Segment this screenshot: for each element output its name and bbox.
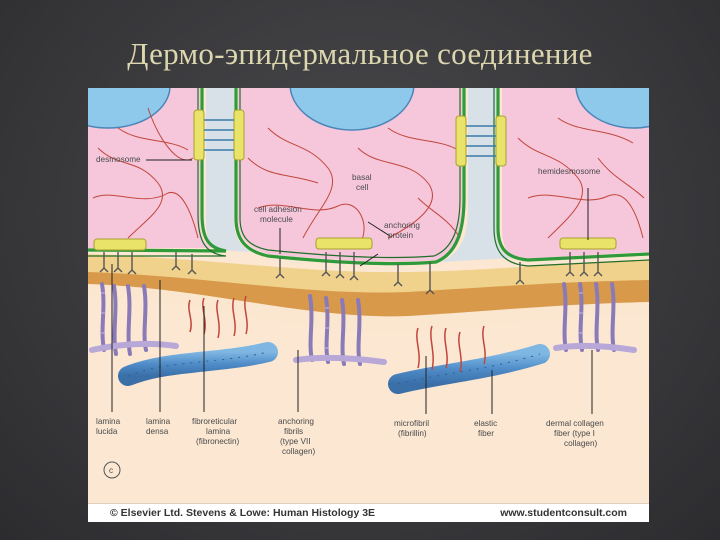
label-microfibril-2: (fibrillin) xyxy=(398,429,427,438)
label-dermal-collagen-2: fiber (type I xyxy=(554,429,595,438)
keratin-filaments xyxy=(92,107,645,247)
basal-cell-3 xyxy=(502,88,649,260)
diagram-labels: desmosome basal cell cell adhesion molec… xyxy=(96,155,604,456)
hemidesmosome-plaque-2 xyxy=(315,237,373,250)
anchoring-plaque-3 xyxy=(553,342,637,353)
label-fibroreticular-2: lamina xyxy=(206,427,231,436)
label-lamina-densa-1: lamina xyxy=(146,417,171,426)
hemidesmosome-plaque-1 xyxy=(93,238,147,251)
label-lamina-lucida-2: lucida xyxy=(96,427,118,436)
desmosome-left xyxy=(193,109,245,161)
desmosome-right xyxy=(455,115,507,167)
label-anchoring-fibrils-4: collagen) xyxy=(282,447,315,456)
basal-cell-2 xyxy=(238,88,462,262)
label-anchoring-fibrils-2: fibrils xyxy=(284,427,303,436)
dermo-epidermal-junction-diagram: desmosome basal cell cell adhesion molec… xyxy=(88,88,649,522)
label-dermal-collagen-1: dermal collagen xyxy=(546,419,604,428)
lamina-lucida-band xyxy=(88,254,649,293)
label-cell-adhesion-2: molecule xyxy=(260,215,293,224)
label-lamina-densa-2: densa xyxy=(146,427,169,436)
label-anchoring-protein-1: anchoring xyxy=(384,221,420,230)
credit-copyright: © Elsevier Ltd. Stevens & Lowe: Human Hi… xyxy=(110,507,376,519)
label-basal-cell-2: cell xyxy=(356,183,368,192)
anchoring-fibril-highlights xyxy=(101,292,583,349)
label-anchoring-fibrils-3: (type VII xyxy=(280,437,311,446)
label-fibroreticular-3: (fibronectin) xyxy=(196,437,240,446)
label-lamina-lucida-1: lamina xyxy=(96,417,121,426)
diagram-canvas: desmosome basal cell cell adhesion molec… xyxy=(88,88,649,522)
label-microfibril-1: microfibril xyxy=(394,419,429,428)
anchoring-proteins xyxy=(99,252,603,295)
nucleus-3 xyxy=(575,88,649,129)
label-anchoring-protein-2: protein xyxy=(388,231,413,240)
intercellular-space-1 xyxy=(206,88,252,252)
label-elastic-2: fiber xyxy=(478,429,494,438)
leader-lines xyxy=(111,159,593,414)
label-dermal-collagen-3: collagen) xyxy=(564,439,597,448)
cell-membranes-outline xyxy=(88,88,649,267)
label-hemidesmosome: hemidesmosome xyxy=(538,167,601,176)
panel-letter-circle xyxy=(103,461,121,479)
nucleus-2 xyxy=(289,88,415,131)
anchoring-plaque-1 xyxy=(89,340,179,353)
slide-title: Дермо-эпидермальное соединение xyxy=(127,36,593,71)
label-elastic-1: elastic xyxy=(474,419,497,428)
nucleus-1 xyxy=(88,88,171,129)
collagen-fiber-1 xyxy=(118,342,278,386)
credit-website: www.studentconsult.com xyxy=(500,507,627,519)
anchoring-plaque-2 xyxy=(293,354,387,365)
label-anchoring-fibrils-1: anchoring xyxy=(278,417,314,426)
label-cell-adhesion-1: cell adhesion xyxy=(254,205,302,214)
label-fibroreticular-1: fibroreticular xyxy=(192,417,237,426)
label-basal-cell-1: basal xyxy=(352,173,372,182)
cell-membranes xyxy=(88,88,649,266)
figure-credit: © Elsevier Ltd. Stevens & Lowe: Human Hi… xyxy=(88,503,649,522)
collagen-fiber-2 xyxy=(388,344,550,394)
basal-cell-1 xyxy=(88,88,218,248)
label-desmosome: desmosome xyxy=(96,155,141,164)
panel-letter: c xyxy=(109,466,113,475)
